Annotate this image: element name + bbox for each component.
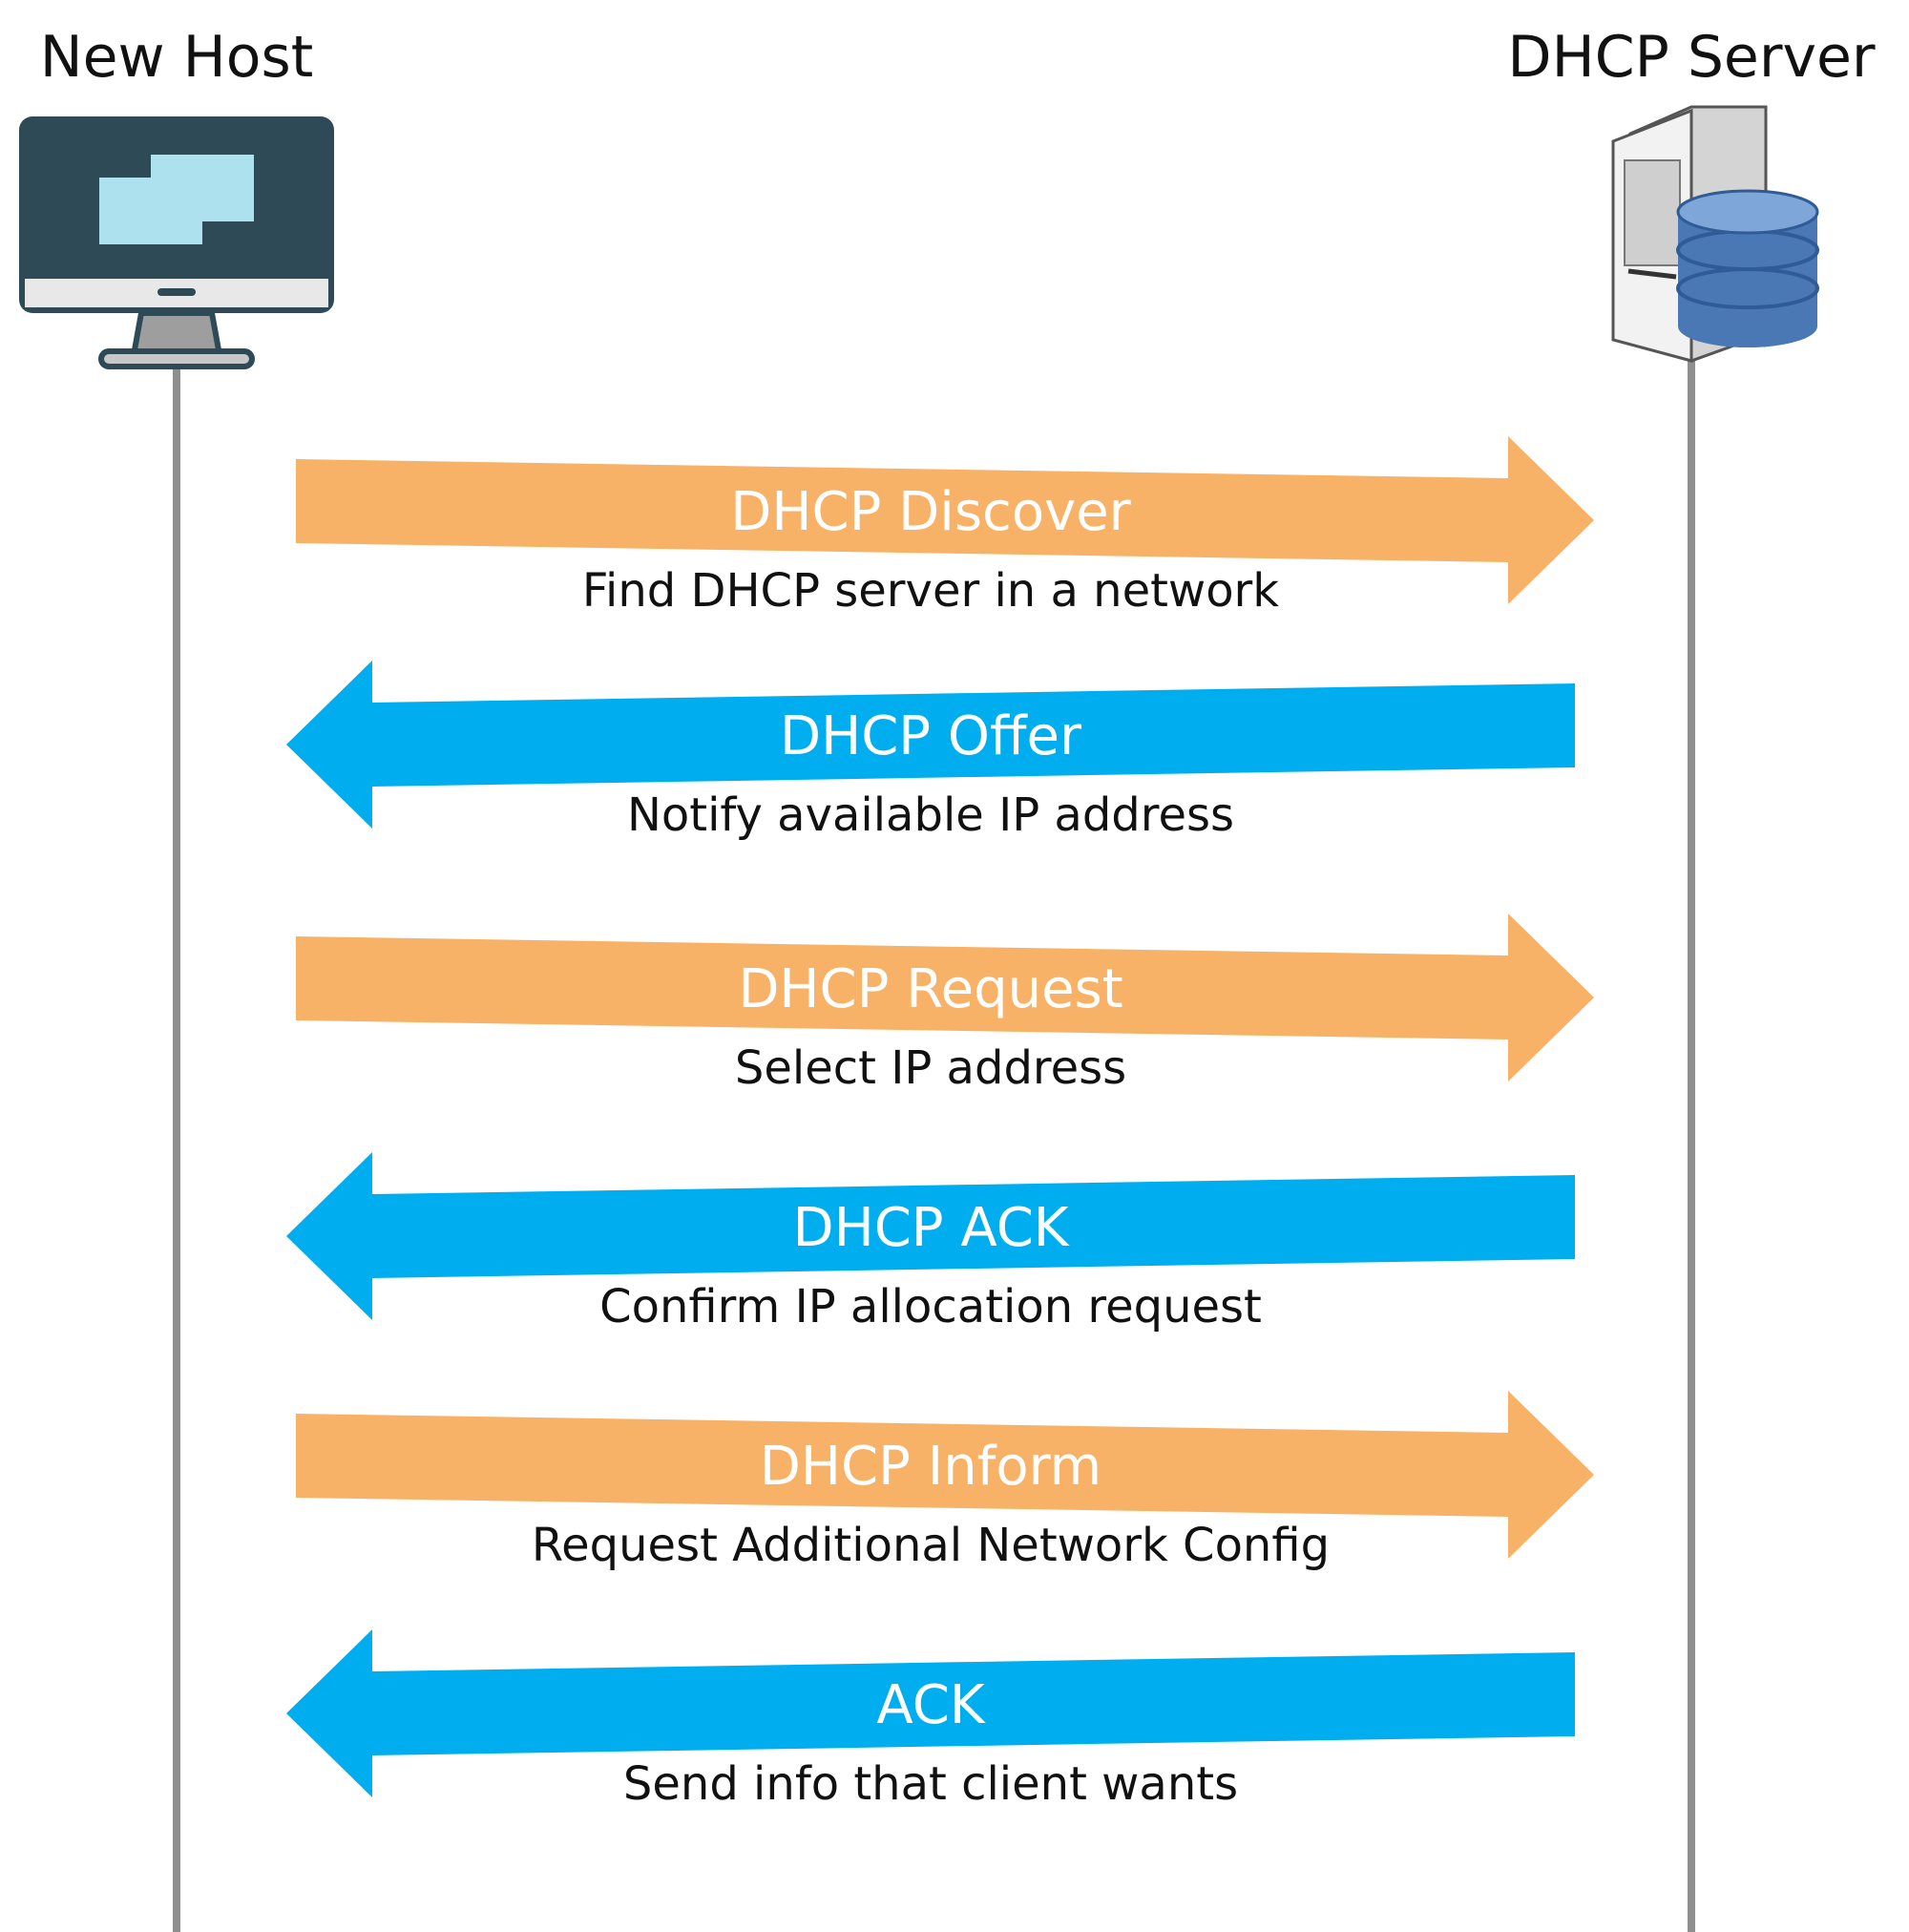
host-actor-label: New Host	[40, 24, 314, 91]
message-4-description: Confirm IP allocation request	[599, 1280, 1262, 1334]
message-1-arrow	[296, 436, 1594, 604]
message-2-label: DHCP Offer	[780, 705, 1082, 767]
message-1-description: Find DHCP server in a network	[582, 564, 1279, 618]
message-5-label: DHCP Inform	[760, 1436, 1101, 1498]
message-2-arrow	[286, 661, 1575, 829]
message-6-label: ACK	[876, 1674, 985, 1736]
server-actor-label: DHCP Server	[1507, 24, 1876, 91]
message-6-arrow	[286, 1629, 1575, 1797]
database-top	[1676, 189, 1819, 235]
message-2: DHCP Offer Notify available IP address	[286, 661, 1575, 842]
message-5-arrow	[296, 1391, 1594, 1559]
server-database-icon	[1611, 105, 1819, 363]
server-drive-bay	[1624, 159, 1681, 266]
message-4: DHCP ACK Confirm IP allocation request	[286, 1152, 1575, 1334]
monitor-button	[157, 288, 196, 296]
message-2-description: Notify available IP address	[627, 788, 1234, 842]
message-4-arrow	[286, 1152, 1575, 1320]
message-5: DHCP Inform Request Additional Network C…	[296, 1391, 1594, 1572]
message-1: DHCP Discover Find DHCP server in a netw…	[296, 436, 1594, 618]
server-drive-slot	[1627, 268, 1677, 280]
message-1-label: DHCP Discover	[730, 481, 1131, 543]
message-5-description: Request Additional Network Config	[532, 1519, 1330, 1572]
message-3-description: Select IP address	[735, 1041, 1126, 1095]
message-3-arrow	[296, 914, 1594, 1082]
database-ring-2	[1676, 267, 1819, 309]
monitor-stand-base	[98, 348, 255, 369]
desktop-monitor-icon	[19, 116, 334, 369]
monitor-front-window	[99, 178, 202, 244]
message-4-label: DHCP ACK	[792, 1197, 1069, 1259]
database-bottom	[1678, 305, 1817, 347]
message-6: ACK Send info that client wants	[286, 1629, 1575, 1811]
message-3: DHCP Request Select IP address	[296, 914, 1594, 1095]
message-3-label: DHCP Request	[738, 958, 1122, 1020]
message-6-description: Send info that client wants	[623, 1757, 1238, 1811]
